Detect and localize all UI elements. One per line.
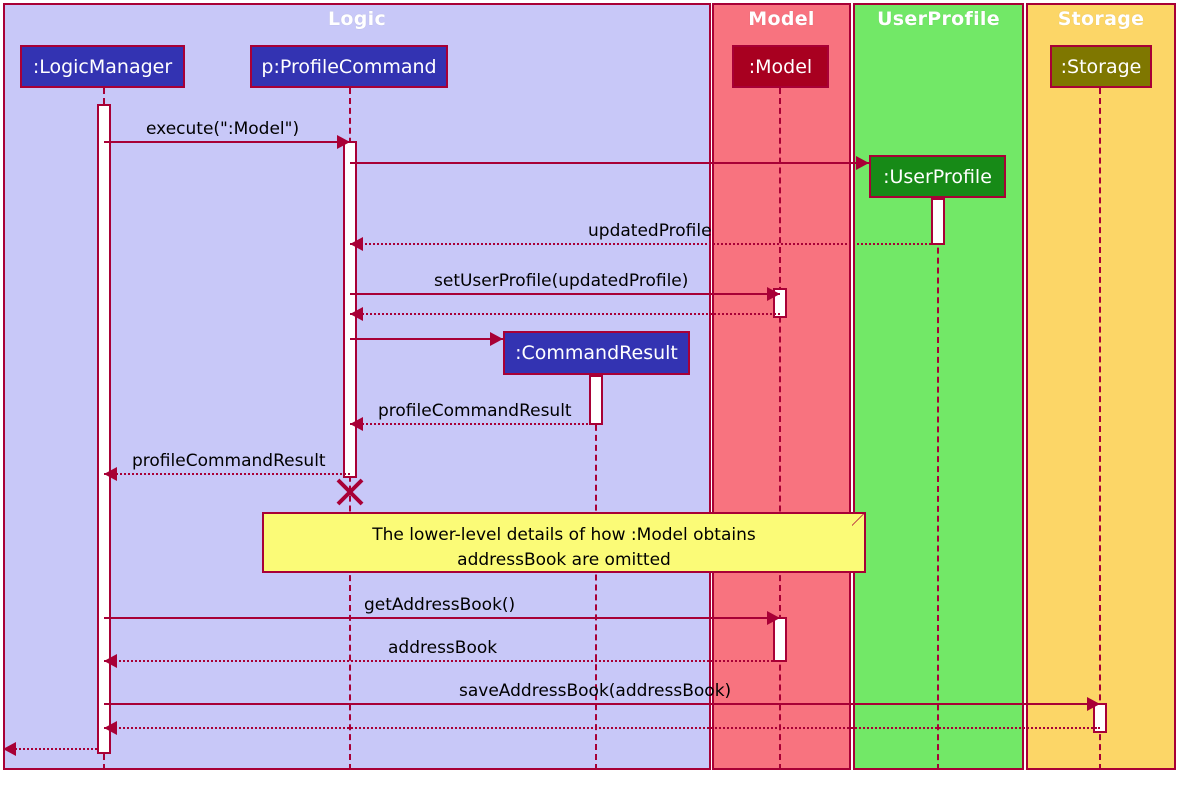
participant-user-profile[interactable]: :UserProfile	[869, 155, 1006, 198]
omission-note-line-1: The lower-level details of how :Model ob…	[372, 525, 756, 545]
panel-storage: Storage	[1026, 3, 1176, 770]
msg-address-book-ret-arrowhead	[104, 654, 117, 668]
msg-save-address-book-line	[104, 703, 1100, 705]
lifeline-user-profile	[937, 198, 939, 770]
activation-user-profile	[931, 198, 945, 245]
participant-logic-manager[interactable]: :LogicManager	[20, 45, 185, 88]
participant-label-user-profile: :UserProfile	[883, 165, 992, 188]
msg-set-user-profile-ret-arrowhead	[350, 307, 363, 321]
msg-address-book-ret-line	[104, 660, 780, 662]
panel-title-logic: Logic	[327, 8, 387, 30]
participant-label-logic-manager: :LogicManager	[32, 55, 173, 78]
msg-execute-line	[104, 141, 350, 143]
msg-get-address-book-arrowhead	[767, 611, 780, 625]
activation-command-result	[589, 375, 603, 425]
omission-note-line-2: addressBook are omitted	[457, 550, 671, 570]
lifeline-model	[779, 88, 781, 770]
participant-label-profile-command: p:ProfileCommand	[261, 55, 437, 78]
msg-get-address-book-line	[104, 617, 780, 619]
activation-model-get	[773, 617, 787, 662]
msg-profile-cmd-result-2-arrowhead	[104, 467, 117, 481]
msg-create-user-profile-line	[350, 162, 869, 164]
msg-set-user-profile-line	[350, 293, 780, 295]
msg-final-return-arrowhead	[3, 742, 16, 756]
msg-execute-arrowhead	[337, 135, 350, 149]
msg-create-user-profile-arrowhead	[856, 156, 869, 170]
participant-label-storage: :Storage	[1060, 55, 1142, 78]
panel-title-model: Model	[748, 8, 815, 30]
destroy-profile-command-icon	[333, 474, 367, 508]
msg-profile-cmd-result-1-line	[350, 423, 596, 425]
msg-create-command-result-arrowhead	[490, 332, 503, 346]
msg-updated-profile-arrowhead	[350, 237, 363, 251]
msg-set-user-profile-ret-line	[350, 313, 780, 315]
msg-save-address-book-ret-line	[104, 727, 1100, 729]
msg-create-command-result-line	[350, 338, 503, 340]
msg-save-address-book-arrowhead	[1087, 697, 1100, 711]
participant-label-model: :Model	[748, 55, 813, 78]
omission-note: The lower-level details of how :Model ob…	[262, 512, 866, 573]
msg-profile-cmd-result-2-line	[104, 473, 350, 475]
msg-final-return-line	[3, 748, 97, 750]
msg-save-address-book-ret-arrowhead	[104, 721, 117, 735]
note-fold-corner-inner	[852, 514, 863, 525]
activation-logic-manager	[97, 104, 111, 754]
msg-set-user-profile-arrowhead	[767, 287, 780, 301]
participant-label-command-result: :CommandResult	[515, 342, 678, 364]
participant-profile-command[interactable]: p:ProfileCommand	[250, 45, 448, 88]
msg-profile-cmd-result-1-arrowhead	[350, 417, 363, 431]
msg-updated-profile-line	[350, 243, 938, 245]
panel-title-userprofile: UserProfile	[877, 8, 1000, 30]
participant-command-result[interactable]: :CommandResult	[503, 331, 690, 375]
participant-model[interactable]: :Model	[732, 45, 829, 88]
panel-title-storage: Storage	[1057, 8, 1145, 30]
participant-storage[interactable]: :Storage	[1050, 45, 1152, 88]
lifeline-storage	[1099, 88, 1101, 770]
